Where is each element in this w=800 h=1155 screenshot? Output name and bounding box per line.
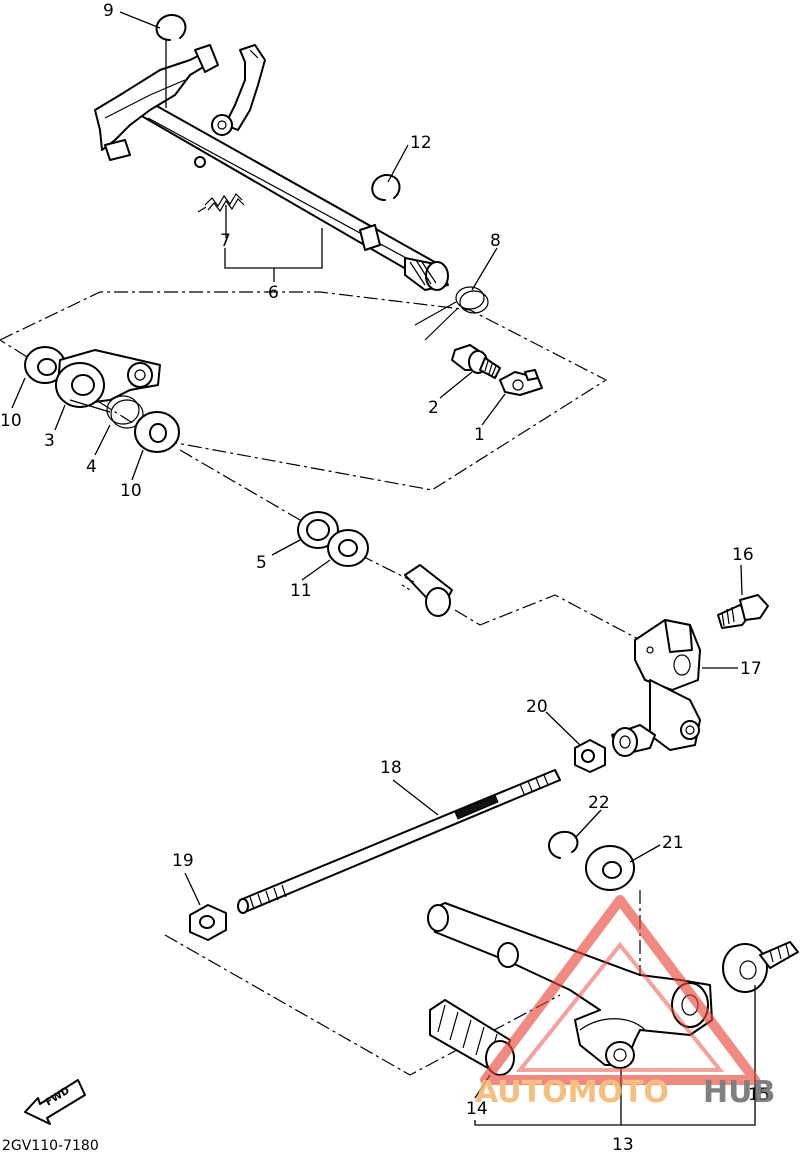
callout-16: 16 xyxy=(732,545,754,565)
washer-10-upper xyxy=(24,346,66,384)
callout-12: 12 xyxy=(410,133,432,153)
callout-8: 8 xyxy=(490,231,501,251)
callout-2: 2 xyxy=(428,398,439,418)
callout-3: 3 xyxy=(44,431,55,451)
watermark-text-secondary: HUB xyxy=(703,1075,775,1110)
washer-21 xyxy=(585,845,635,891)
circlip-12 xyxy=(371,173,401,201)
shift-lever-17 xyxy=(611,619,701,757)
callout-labels: 9 12 7 6 8 2 1 10 3 4 10 5 11 16 17 20 1… xyxy=(0,1,770,1155)
callout-20: 20 xyxy=(526,697,548,717)
callout-5: 5 xyxy=(256,553,267,573)
nut-19 xyxy=(189,904,227,941)
stopper-lever-1 xyxy=(499,369,543,396)
callout-9: 9 xyxy=(103,1,114,21)
callout-21: 21 xyxy=(662,833,684,853)
rod-end-15 xyxy=(722,941,799,993)
watermark-logo: AUTOMOTO HUB xyxy=(475,895,775,1110)
return-spring-7 xyxy=(194,156,245,213)
torsion-spring-8 xyxy=(414,286,489,341)
collar xyxy=(401,564,453,617)
washer-10-lower xyxy=(134,411,180,453)
callout-7: 7 xyxy=(220,231,231,251)
spring-4 xyxy=(69,395,144,429)
catalog-code: 2GV110-7180 xyxy=(2,1138,99,1154)
callout-15: 15 xyxy=(748,1085,770,1105)
callout-6: 6 xyxy=(268,283,279,303)
callout-13: 13 xyxy=(612,1135,634,1155)
callout-14: 14 xyxy=(466,1099,488,1119)
bolt-2 xyxy=(451,344,501,379)
callout-18: 18 xyxy=(380,758,402,778)
callout-17: 17 xyxy=(740,659,762,679)
oil-seal-5 xyxy=(297,511,339,549)
circlip-22 xyxy=(548,830,579,859)
callout-11: 11 xyxy=(290,581,312,601)
callout-19: 19 xyxy=(172,851,194,871)
leader-lines xyxy=(11,11,756,1126)
stopper-lever-3 xyxy=(55,349,161,408)
callout-1: 1 xyxy=(474,425,485,445)
nut-20 xyxy=(574,739,606,773)
callout-10-upper: 10 xyxy=(0,411,22,431)
callout-10-lower: 10 xyxy=(120,481,142,501)
shift-pedal-13 xyxy=(427,902,713,1069)
callout-22: 22 xyxy=(588,793,610,813)
callout-4: 4 xyxy=(86,457,97,477)
bolt-16 xyxy=(717,594,769,629)
circlip-9 xyxy=(155,13,187,41)
washer-11 xyxy=(327,529,369,567)
assembly-boundary xyxy=(0,291,641,1076)
shift-shaft-assembly xyxy=(94,44,449,291)
watermark-text-primary: AUTOMOTO xyxy=(475,1075,669,1110)
fwd-arrow-icon: FWD xyxy=(24,1079,86,1125)
shift-rod-18 xyxy=(237,769,561,914)
